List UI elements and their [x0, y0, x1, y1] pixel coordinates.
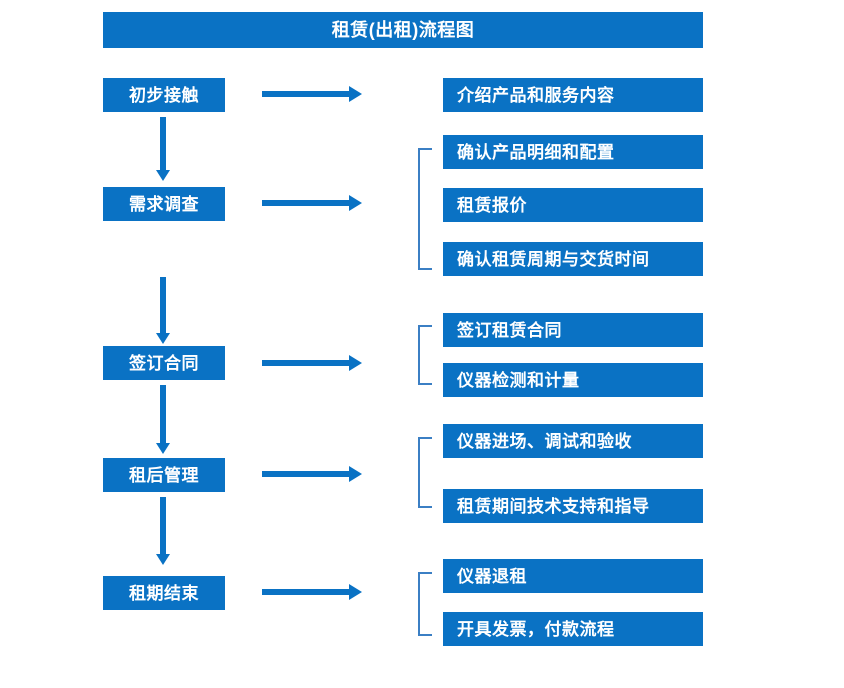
detail-box-3-2[interactable]: 仪器检测和计量 [443, 363, 703, 397]
group-bracket-4 [418, 437, 432, 508]
detail-box-2-2[interactable]: 租赁报价 [443, 188, 703, 222]
group-bracket-5 [418, 572, 432, 636]
stage-box-4[interactable]: 租后管理 [103, 458, 225, 492]
diagram-title-banner: 租赁(出租)流程图 [103, 12, 703, 48]
detail-box-5-2[interactable]: 开具发票，付款流程 [443, 612, 703, 646]
detail-box-5-1[interactable]: 仪器退租 [443, 559, 703, 593]
arrow-right-4 [262, 464, 362, 484]
stage-box-5[interactable]: 租期结束 [103, 576, 225, 610]
stage-box-3[interactable]: 签订合同 [103, 346, 225, 380]
arrow-right-2 [262, 193, 362, 213]
arrow-down-4 [153, 497, 173, 566]
detail-box-2-3[interactable]: 确认租赁周期与交货时间 [443, 242, 703, 276]
arrow-right-5 [262, 582, 362, 602]
stage-box-2[interactable]: 需求调查 [103, 187, 225, 221]
detail-box-1-1[interactable]: 介绍产品和服务内容 [443, 78, 703, 112]
arrow-down-1 [153, 117, 173, 182]
detail-box-4-2[interactable]: 租赁期间技术支持和指导 [443, 489, 703, 523]
arrow-down-2 [153, 277, 173, 345]
detail-box-2-1[interactable]: 确认产品明细和配置 [443, 135, 703, 169]
stage-box-1[interactable]: 初步接触 [103, 78, 225, 112]
detail-box-3-1[interactable]: 签订租赁合同 [443, 313, 703, 347]
arrow-right-1 [262, 84, 362, 104]
arrow-down-3 [153, 385, 173, 455]
group-bracket-3 [418, 325, 432, 385]
group-bracket-2 [418, 148, 432, 270]
detail-box-4-1[interactable]: 仪器进场、调试和验收 [443, 424, 703, 458]
arrow-right-3 [262, 353, 362, 373]
